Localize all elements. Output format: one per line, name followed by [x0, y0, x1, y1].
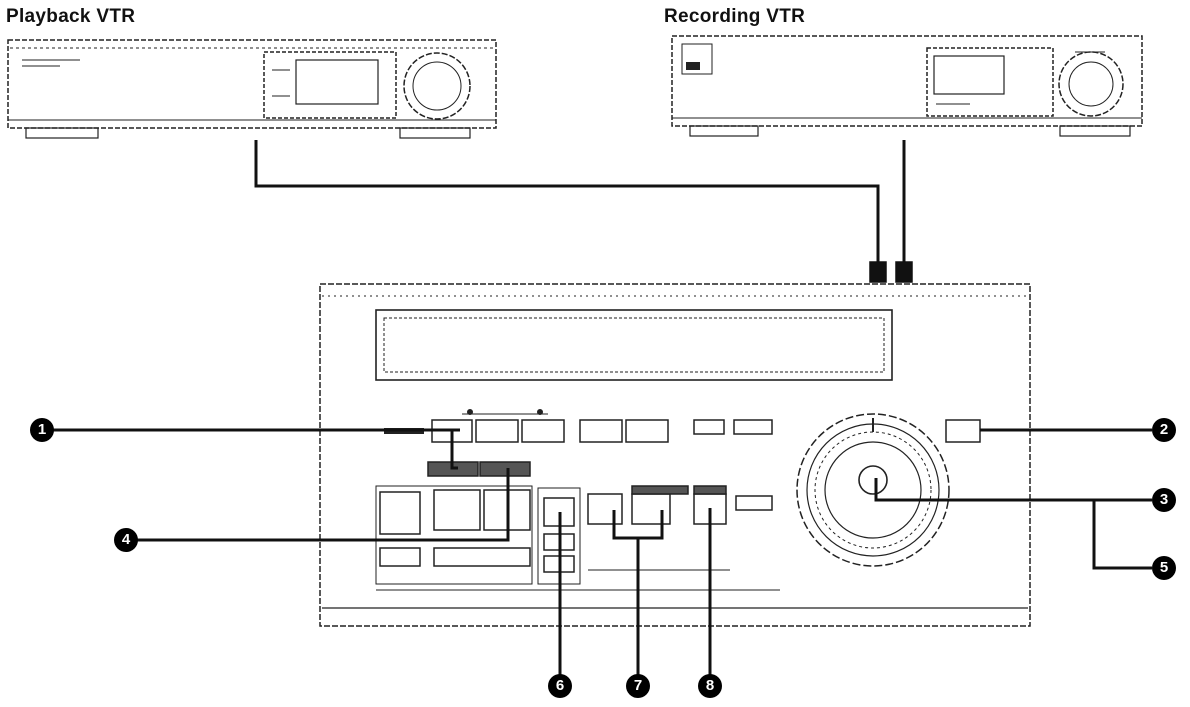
playback-vtr-label: Playback VTR — [6, 6, 136, 27]
callout-8: 8 — [698, 674, 722, 698]
cables — [254, 140, 906, 262]
callout-4: 4 — [114, 528, 138, 552]
stop-button — [625, 419, 669, 443]
callout-7: 7 — [626, 674, 650, 698]
fast-forward-button — [521, 419, 565, 443]
recording-vtr — [671, 35, 1143, 137]
recording-vtr-label: Recording VTR — [664, 6, 806, 27]
callout-6: 6 — [548, 674, 572, 698]
connectors — [869, 261, 913, 283]
edit-controller — [319, 283, 1031, 627]
pause-button — [579, 419, 623, 443]
leader-lines — [46, 428, 1152, 676]
play-button — [475, 419, 519, 443]
playback-vtr — [7, 39, 497, 139]
callout-3: 3 — [1152, 488, 1176, 512]
callout-1: 1 — [30, 418, 54, 442]
callout-2: 2 — [1152, 418, 1176, 442]
callout-5: 5 — [1152, 556, 1176, 580]
